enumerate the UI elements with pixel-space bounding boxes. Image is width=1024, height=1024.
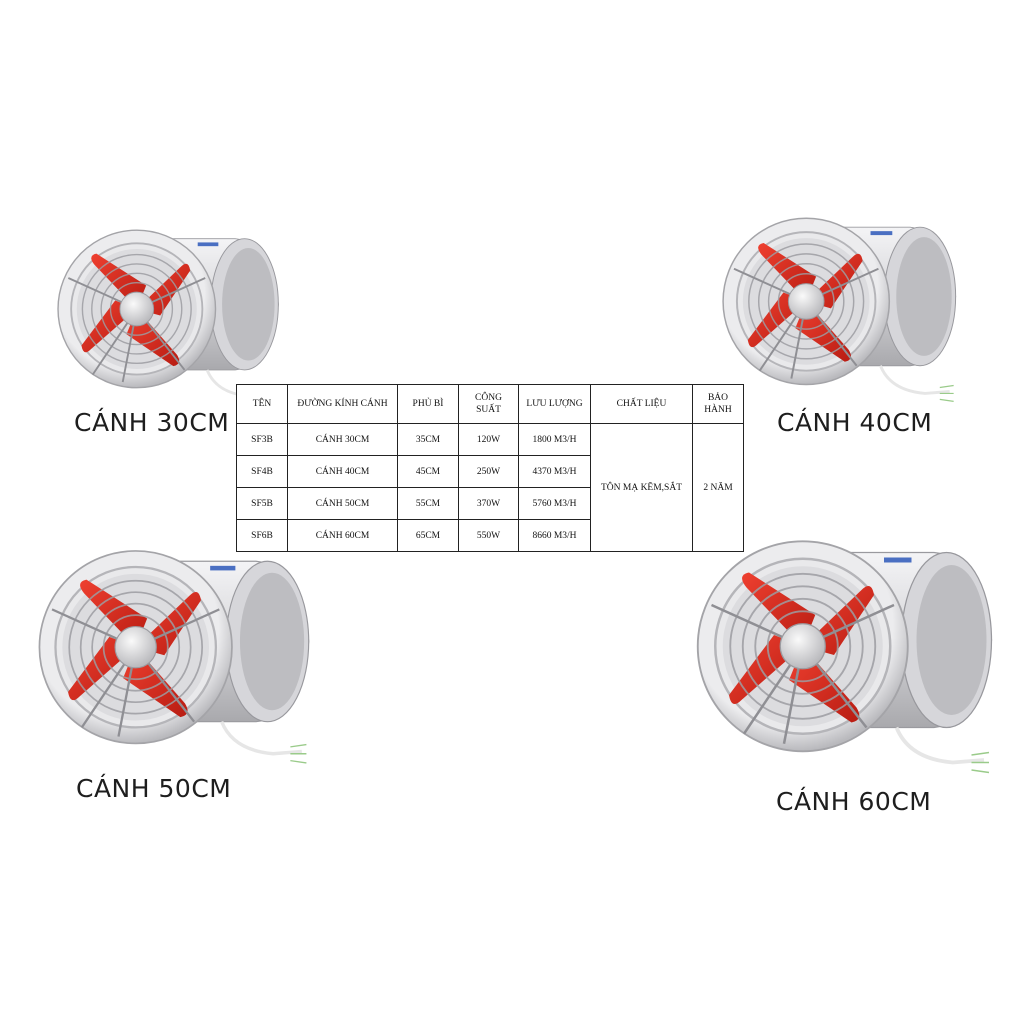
caption-fan-40cm: CÁNH 40CM xyxy=(777,408,933,437)
caption-fan-30cm: CÁNH 30CM xyxy=(74,408,230,437)
cell-diameter: CÁNH 50CM xyxy=(287,487,398,520)
header-warranty-line1: BẢO xyxy=(707,393,729,403)
cell-power: 120W xyxy=(458,423,519,456)
cell-warranty: 2 NĂM xyxy=(692,423,744,552)
table-header-row: TÊN ĐƯỜNG KÍNH CÁNH PHỦ BÌ CÔNG SUẤT LƯU… xyxy=(236,384,744,424)
fan-image-50cm xyxy=(36,545,311,770)
caption-fan-50cm: CÁNH 50CM xyxy=(76,774,232,803)
cell-flow: 1800 M3/H xyxy=(518,423,591,456)
spec-table: TÊN ĐƯỜNG KÍNH CÁNH PHỦ BÌ CÔNG SUẤT LƯU… xyxy=(236,384,744,552)
header-warranty-line2: HÀNH xyxy=(704,405,732,415)
table-row: SF4B CÁNH 40CM 45CM 250W 4370 M3/H xyxy=(236,455,744,488)
cell-name: SF5B xyxy=(236,487,288,520)
cell-name: SF3B xyxy=(236,423,288,456)
header-outer-size: PHỦ BÌ xyxy=(397,384,459,424)
header-name: TÊN xyxy=(236,384,288,424)
cell-outer-size: 55CM xyxy=(397,487,459,520)
cell-diameter: CÁNH 60CM xyxy=(287,519,398,552)
caption-fan-60cm: CÁNH 60CM xyxy=(776,787,932,816)
header-diameter: ĐƯỜNG KÍNH CÁNH xyxy=(287,384,398,424)
header-warranty: BẢO HÀNH xyxy=(692,384,744,424)
header-material: CHẤT LIỆU xyxy=(590,384,693,424)
cell-diameter: CÁNH 40CM xyxy=(287,455,398,488)
cell-material: TÔN MẠ KẼM,SẮT xyxy=(590,423,693,552)
header-power-line1: CÔNG xyxy=(475,393,502,403)
fan-50cm-illustration xyxy=(37,549,311,765)
cell-power: 370W xyxy=(458,487,519,520)
cell-power: 250W xyxy=(458,455,519,488)
fan-image-40cm xyxy=(720,210,970,410)
cell-outer-size: 65CM xyxy=(397,519,459,552)
table-row: SF3B CÁNH 30CM 35CM 120W 1800 M3/H TÔN M… xyxy=(236,423,744,552)
fan-60cm-illustration xyxy=(695,539,994,775)
cell-name: SF4B xyxy=(236,455,288,488)
fan-40cm-illustration xyxy=(721,216,958,403)
cell-outer-size: 45CM xyxy=(397,455,459,488)
cell-power: 550W xyxy=(458,519,519,552)
cell-flow: 8660 M3/H xyxy=(518,519,591,552)
header-power-line2: SUẤT xyxy=(476,405,501,415)
cell-flow: 5760 M3/H xyxy=(518,487,591,520)
cell-flow: 4370 M3/H xyxy=(518,455,591,488)
cell-diameter: CÁNH 30CM xyxy=(287,423,398,456)
fan-image-60cm xyxy=(694,535,994,780)
table-row: SF6B CÁNH 60CM 65CM 550W 8660 M3/H xyxy=(236,519,744,552)
header-flow: LƯU LƯỢNG xyxy=(518,384,591,424)
header-power: CÔNG SUẤT xyxy=(458,384,519,424)
cell-outer-size: 35CM xyxy=(397,423,459,456)
cell-name: SF6B xyxy=(236,519,288,552)
